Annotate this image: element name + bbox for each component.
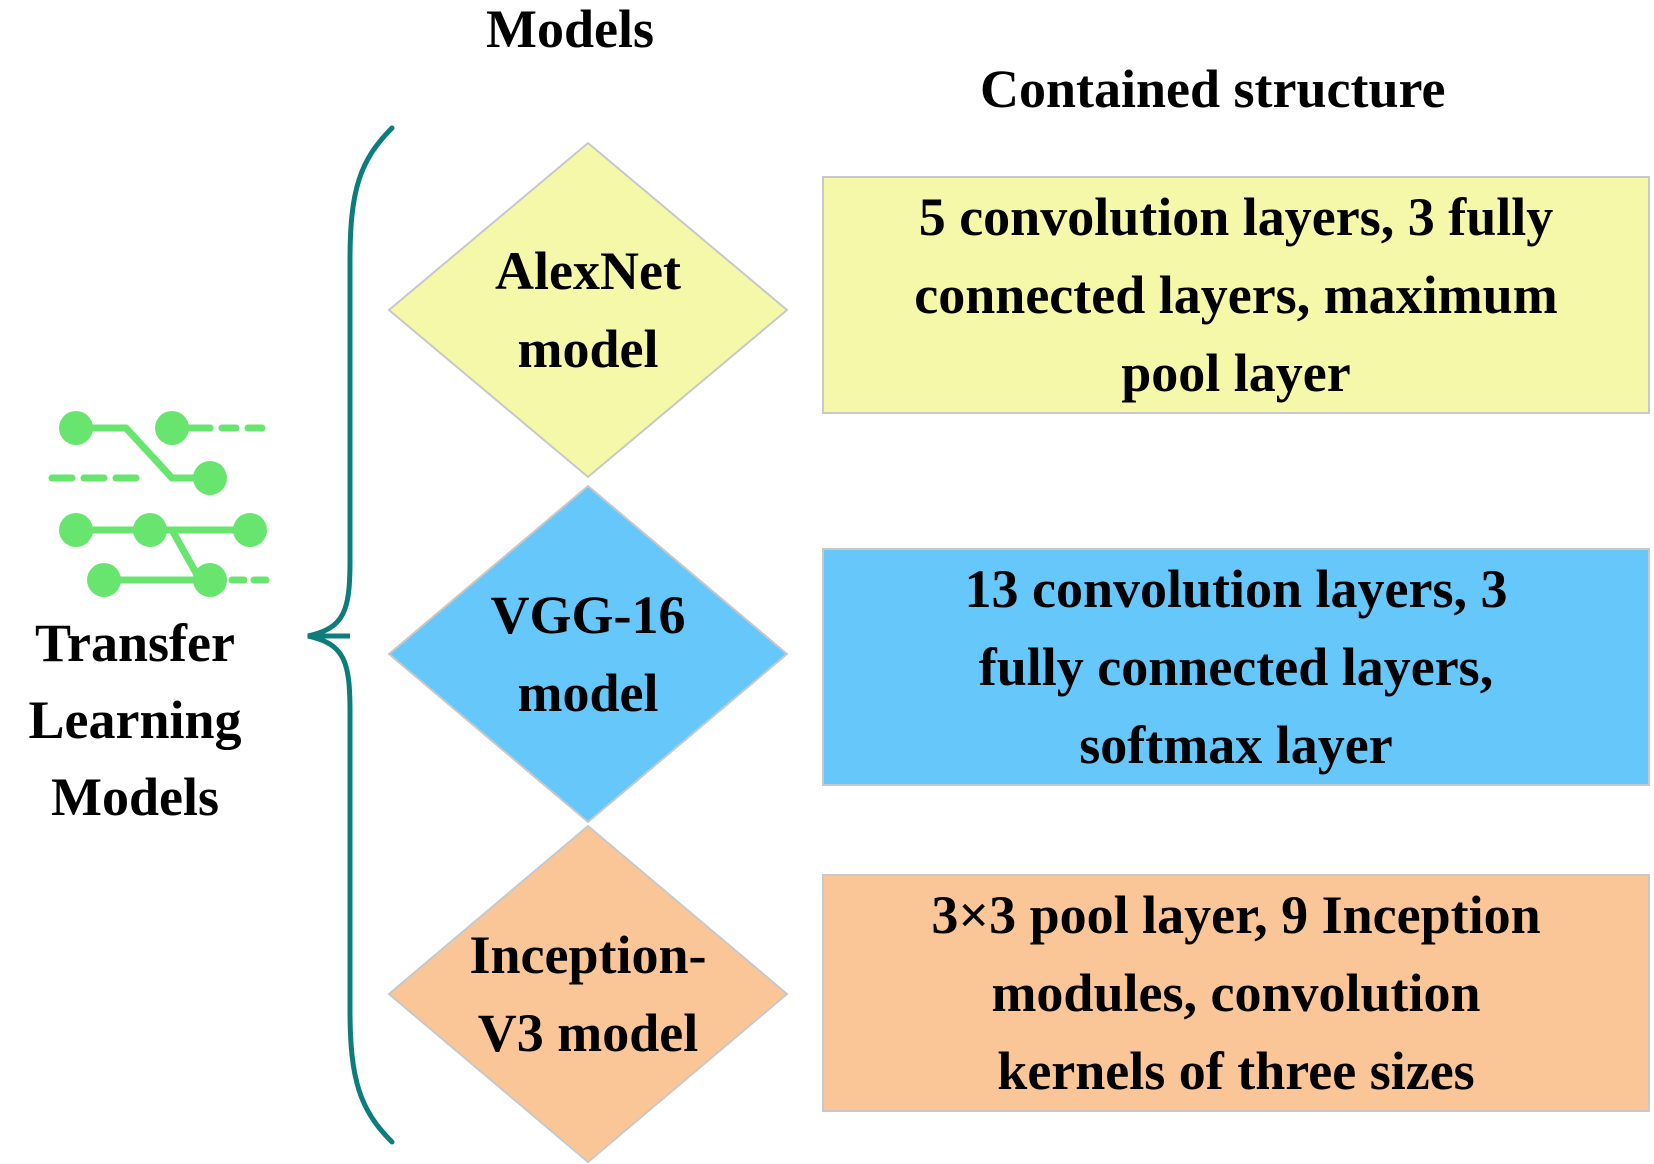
structure-text: 5 convolution layers, 3 fully connected …	[914, 178, 1557, 412]
structure-line: softmax layer	[1079, 715, 1393, 775]
structure-line: 13 convolution layers, 3	[964, 559, 1508, 619]
structure-line: pool layer	[1121, 343, 1351, 403]
structure-column-header: Contained structure	[980, 59, 1446, 119]
model-name-line: model	[517, 319, 659, 379]
diamond-alexnet	[387, 141, 789, 479]
structure-line: kernels of three sizes	[997, 1041, 1475, 1101]
diamond-vgg16	[387, 484, 789, 824]
models-column-header: Models	[486, 0, 654, 59]
model-name-line: Inception-	[469, 925, 707, 985]
transfer-learning-models-label: Transfer Learning Models	[0, 605, 270, 836]
structure-box-alexnet: 5 convolution layers, 3 fully connected …	[822, 176, 1650, 414]
model-name-vgg16: VGG-16 model	[418, 576, 758, 732]
model-name-inception-v3: Inception- V3 model	[418, 916, 758, 1072]
structure-line: modules, convolution	[991, 963, 1481, 1023]
model-name-line: AlexNet	[495, 241, 681, 301]
model-name-line: V3 model	[477, 1003, 699, 1063]
root-label-line: Models	[51, 767, 219, 827]
model-name-line: VGG-16	[490, 585, 686, 645]
structure-line: 5 convolution layers, 3 fully	[918, 187, 1554, 247]
structure-text: 13 convolution layers, 3 fully connected…	[964, 550, 1507, 784]
structure-text: 3×3 pool layer, 9 Inception modules, con…	[931, 876, 1540, 1110]
structure-line: 3×3 pool layer, 9 Inception	[931, 885, 1541, 945]
structure-box-inception-v3: 3×3 pool layer, 9 Inception modules, con…	[822, 874, 1650, 1112]
root-label-line: Learning	[28, 690, 242, 750]
structure-line: fully connected layers,	[978, 637, 1494, 697]
structure-line: connected layers, maximum	[914, 265, 1558, 325]
diamond-inception-v3	[387, 824, 789, 1164]
circuit-network-icon	[48, 411, 270, 597]
structure-box-vgg16: 13 convolution layers, 3 fully connected…	[822, 548, 1650, 786]
root-label-line: Transfer	[35, 613, 235, 673]
model-name-alexnet: AlexNet model	[418, 232, 758, 388]
model-name-line: model	[517, 663, 659, 723]
